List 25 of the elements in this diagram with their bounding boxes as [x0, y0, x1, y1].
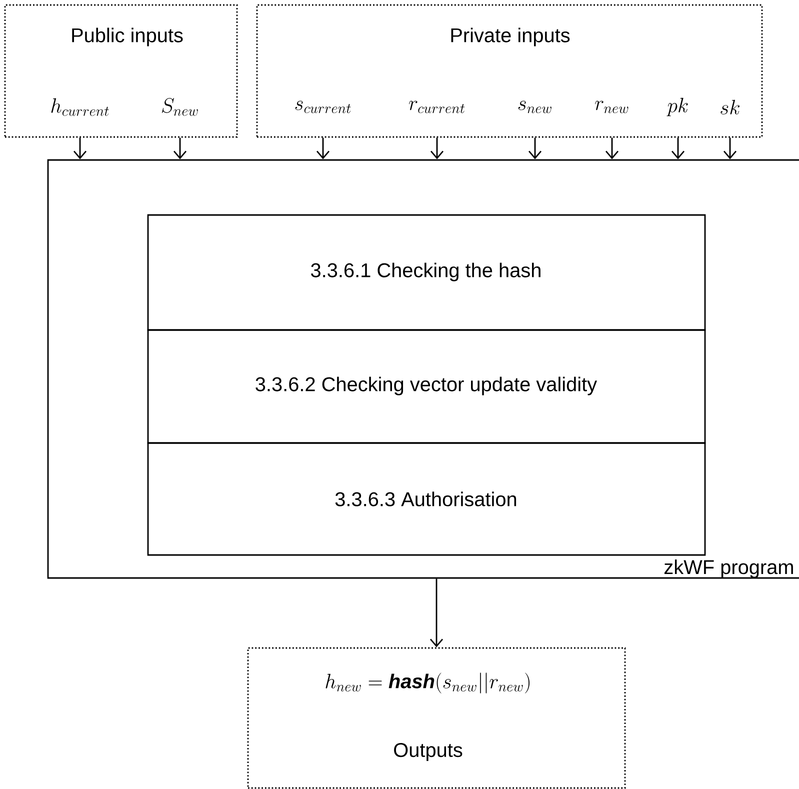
- arrow: [671, 138, 685, 160]
- arrow: [173, 138, 187, 160]
- input-variable: $r_{current}$: [409, 100, 465, 114]
- arrow: [605, 138, 619, 160]
- input-variable: $h_{current}$: [51, 98, 109, 116]
- input-variable: $pk$: [666, 98, 688, 116]
- arrow: [316, 138, 330, 160]
- box-heading: Outputs: [394, 742, 462, 762]
- input-variable: $S_{new}$: [162, 98, 198, 116]
- input-variable: $sk$: [720, 100, 740, 114]
- arrow: [430, 578, 444, 648]
- arrow: [723, 138, 737, 160]
- box-heading: Public inputs: [72, 28, 183, 46]
- program-label: zkWF program: [664, 560, 793, 578]
- input-variable: $r_{new}$: [595, 100, 628, 114]
- arrow: [528, 138, 542, 160]
- arrow: [73, 138, 87, 160]
- input-variable: $s_{new}$: [518, 100, 552, 114]
- step-label: 3.3.6.3 Authorisation: [335, 492, 516, 506]
- formula-text: $h_{new} = \textbf{\textit{hash}}(s_{new}||r_{new})$: [326, 672, 530, 694]
- input-variable: $s_{current}$: [295, 100, 351, 114]
- arrow: [430, 138, 444, 160]
- step-label: 3.3.6.1 Checking the hash: [311, 262, 540, 282]
- step-label: 3.3.6.2 Checking vector update validity: [256, 376, 598, 396]
- box-heading: Private inputs: [451, 28, 570, 46]
